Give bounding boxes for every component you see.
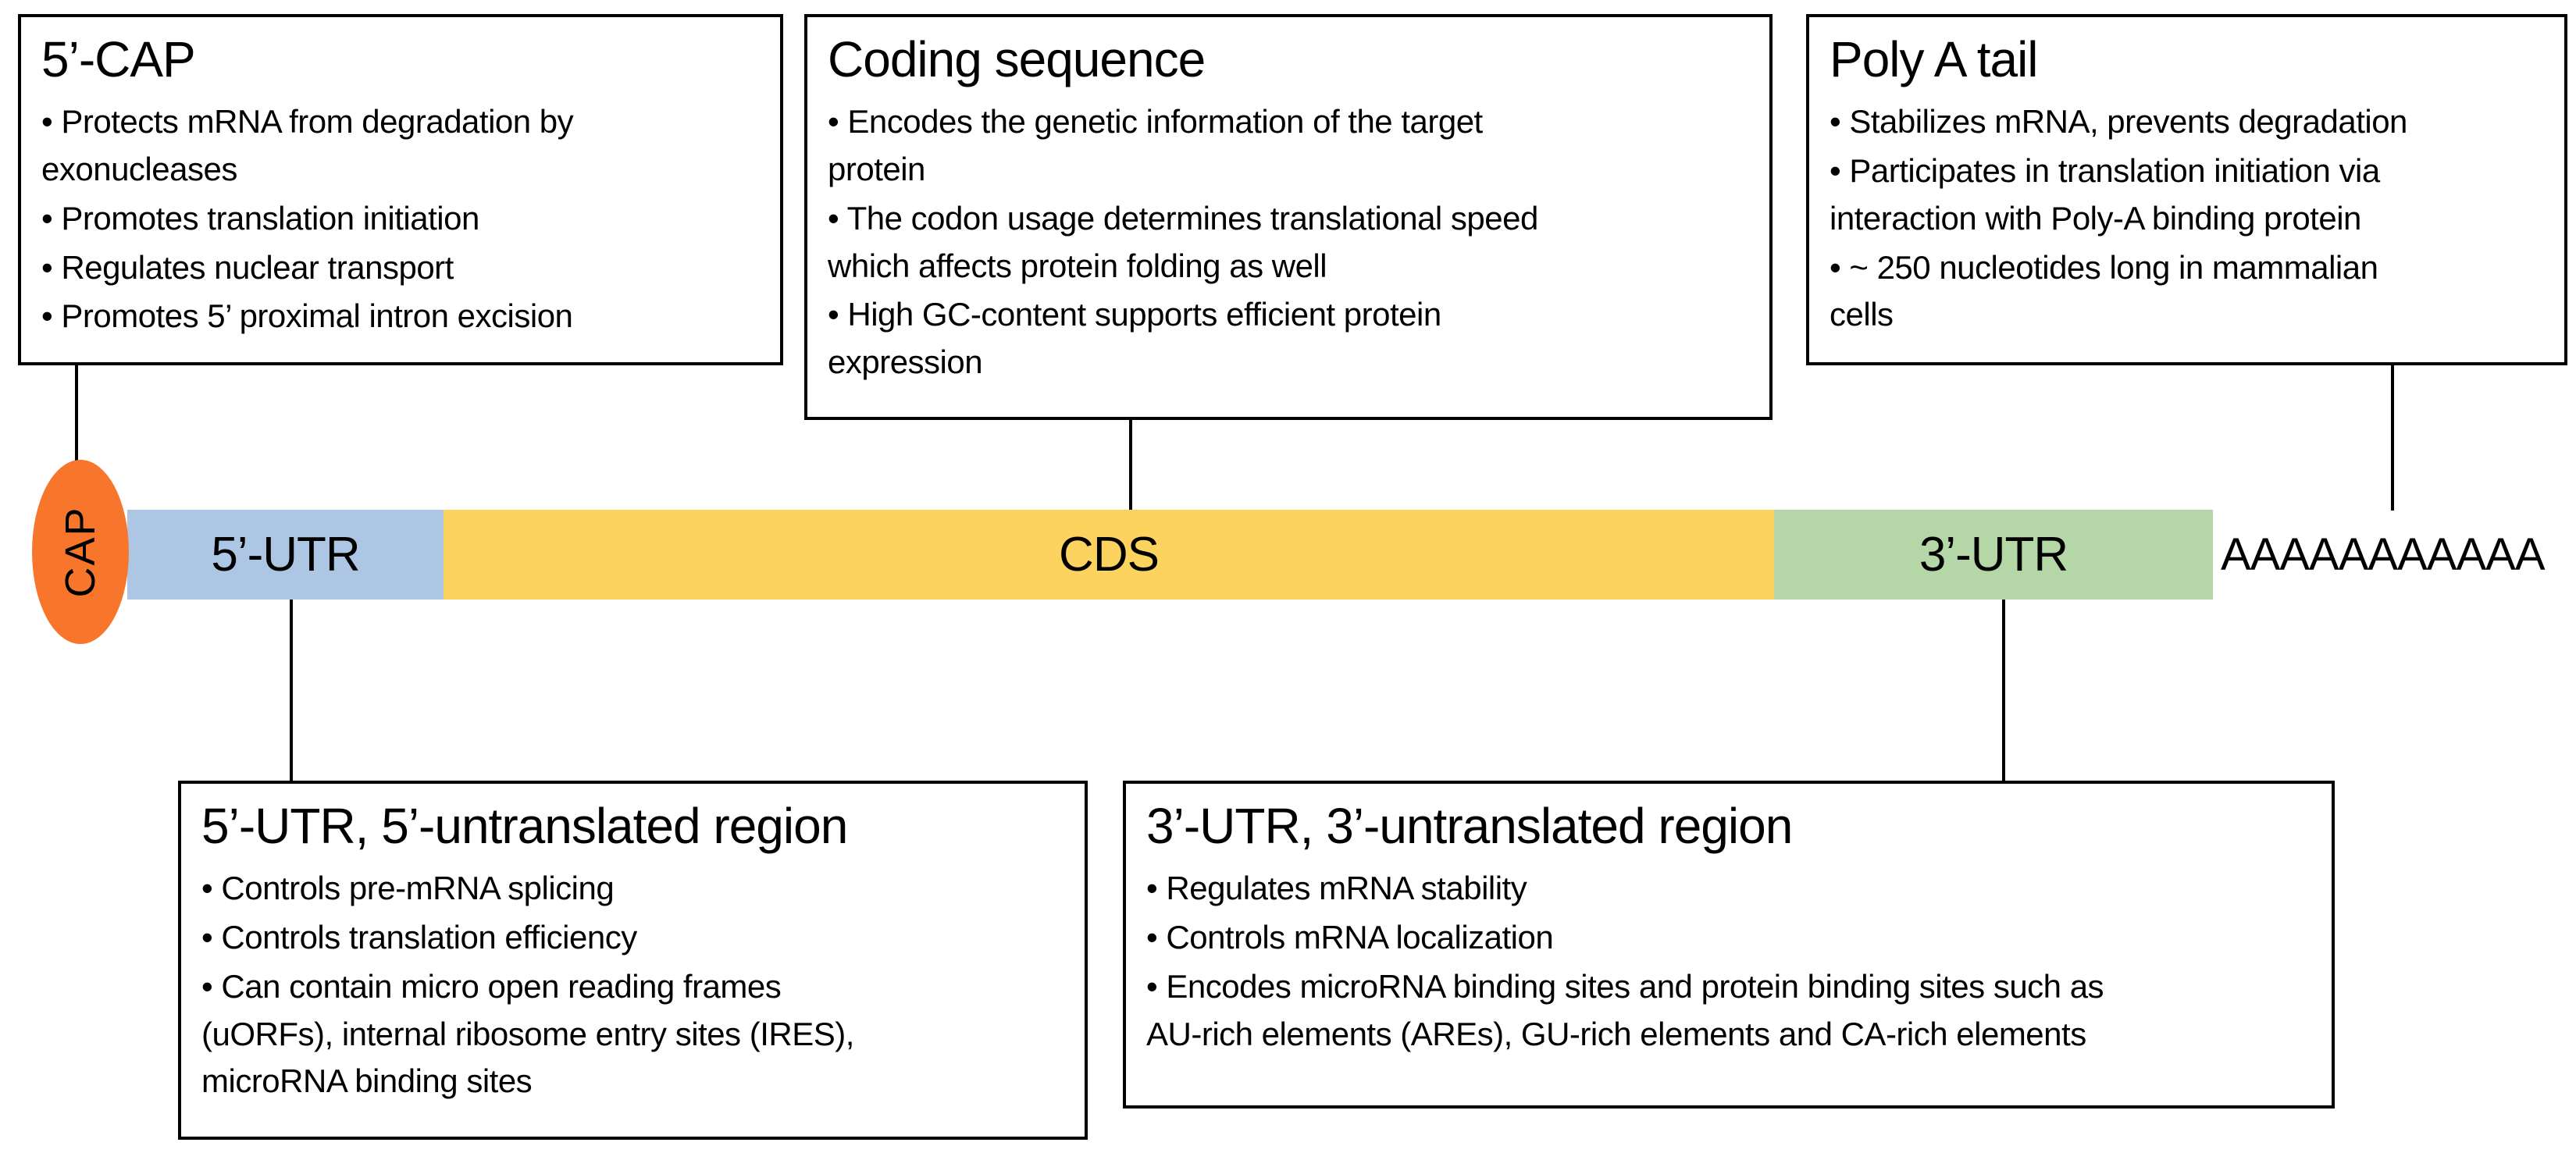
mrna-segment-label-cds: CDS (1059, 528, 1160, 582)
connector-line-cap (75, 364, 78, 462)
bullet-item: • Encodes the genetic information of the… (828, 102, 1483, 187)
bullet-item: • Controls pre-mRNA splicing (201, 869, 615, 906)
info-box-coding-sequence: Coding sequence • Encodes the genetic in… (804, 14, 1773, 420)
mrna-segment-3utr: 3’-UTR (1774, 510, 2213, 600)
bullet-item: • Promotes 5’ proximal intron excision (41, 297, 573, 335)
polya-sequence-text: AAAAAAAAAAA (2221, 529, 2546, 580)
bullet-item: • Regulates mRNA stability (1146, 869, 1527, 906)
connector-line-3utr (2002, 598, 2005, 782)
bullet-item: • Controls translation efficiency (201, 918, 637, 955)
connector-line-polya-tail (2391, 364, 2394, 511)
bullet-item: • High GC-content supports efficient pro… (828, 296, 1441, 381)
mrna-segment-5utr: 5’-UTR (127, 510, 444, 600)
mrna-segment-label-3utr: 3’-UTR (1919, 528, 2068, 582)
mrna-segment-label-5utr: 5’-UTR (211, 528, 360, 582)
connector-line-5utr (290, 598, 293, 782)
bullet-item: • Regulates nuclear transport (41, 248, 454, 286)
cap-label: CAP (57, 506, 104, 598)
info-box-3utr: 3’-UTR, 3’-untranslated region • Regulat… (1123, 781, 2335, 1109)
box-title-5utr: 5’-UTR, 5’-untranslated region (201, 798, 848, 854)
box-title-5cap: 5’-CAP (41, 31, 196, 87)
bullet-item: • Controls mRNA localization (1146, 918, 1554, 955)
info-box-5utr: 5’-UTR, 5’-untranslated region • Control… (178, 781, 1088, 1140)
info-box-5cap: 5’-CAP • Protects mRNA from degradation … (18, 14, 783, 365)
bullet-item: • Encodes microRNA binding sites and pro… (1146, 967, 2104, 1052)
connector-line-coding-sequence (1129, 418, 1132, 511)
cap-ellipse: CAP (32, 460, 129, 644)
bullet-item: • The codon usage determines translation… (828, 199, 1538, 284)
bullet-item: • ~ 250 nucleotides long in mammalian ce… (1830, 248, 2378, 333)
bullet-item: • Promotes translation initiation (41, 199, 479, 237)
box-title-coding-sequence: Coding sequence (828, 31, 1206, 87)
bullet-item: • Stabilizes mRNA, prevents degradation (1830, 102, 2407, 140)
bullet-item: • Participates in translation initiation… (1830, 151, 2380, 237)
mrna-segment-cds: CDS (444, 510, 1774, 600)
info-box-polya-tail: Poly A tail • Stabilizes mRNA, prevents … (1806, 14, 2567, 365)
bullet-item: • Protects mRNA from degradation by exon… (41, 102, 574, 187)
bullet-item: • Can contain micro open reading frames … (201, 967, 854, 1100)
box-title-polya-tail: Poly A tail (1830, 31, 2039, 87)
box-title-3utr: 3’-UTR, 3’-untranslated region (1146, 798, 1793, 854)
